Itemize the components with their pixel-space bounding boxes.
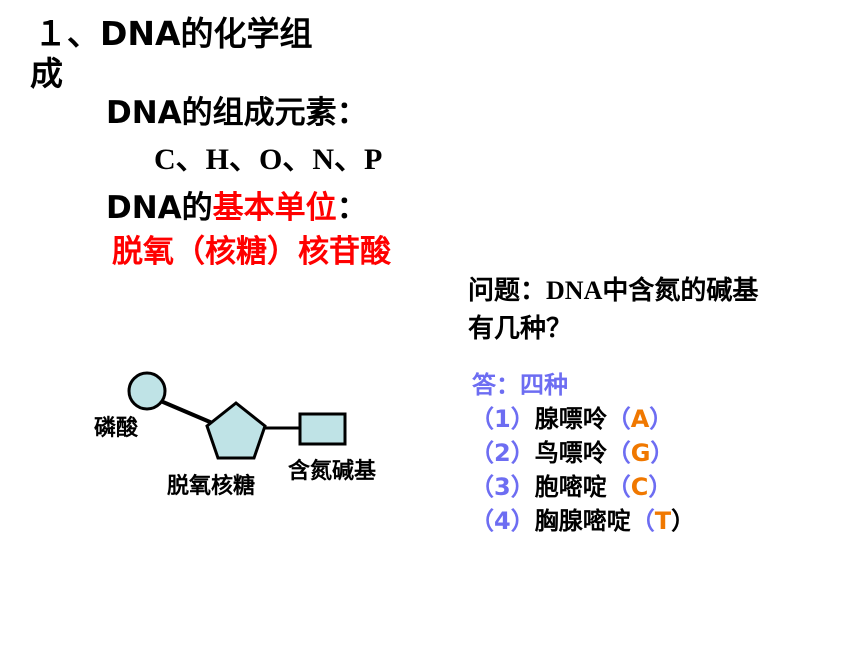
unit-title-suffix: ： <box>336 190 368 226</box>
answer-item: （4）胸腺嘧啶（T） <box>470 507 696 535</box>
page-title: １、DNA的化学组 成 <box>30 14 313 94</box>
question: 问题：DNA中含氮的碱基 有几种？ <box>468 272 758 348</box>
elements-title: DNA的组成元素： <box>106 95 368 131</box>
base-rectangle <box>298 412 347 446</box>
unit-title-prefix: DNA的 <box>106 190 213 226</box>
sugar-pentagon <box>205 401 267 460</box>
phosphate-label: 磷酸 <box>94 416 139 441</box>
phosphate-sugar-bond <box>155 397 218 427</box>
answer-item: （1）腺嘌呤（A） <box>470 405 674 433</box>
question-line-2: 有几种？ <box>468 314 573 344</box>
answer-block: 答：四种 （1）腺嘌呤（A） （2）鸟嘌呤（G） （3）胞嘧啶（C） （4）胸腺… <box>470 368 695 538</box>
base-label: 含氮碱基 <box>288 459 377 484</box>
elements-list: C、H、O、N、P <box>154 143 383 176</box>
answer-lead: 答：四种 <box>472 371 568 399</box>
question-line-1: 问题：DNA中含氮的碱基 <box>468 276 759 306</box>
unit-title-highlight: 基本单位 <box>212 190 337 226</box>
sugar-label: 脱氧核糖 <box>167 474 256 499</box>
unit-name: 脱氧（核糖）核苷酸 <box>112 234 391 270</box>
unit-title: DNA的基本单位： <box>106 182 368 227</box>
title-line-1: １、DNA的化学组 <box>34 14 313 53</box>
answer-item: （2）鸟嘌呤（G） <box>470 439 675 467</box>
answer-item: （3）胞嘧啶（C） <box>470 473 673 501</box>
title-line-2: 成 <box>30 54 63 93</box>
phosphate-circle <box>127 371 167 411</box>
